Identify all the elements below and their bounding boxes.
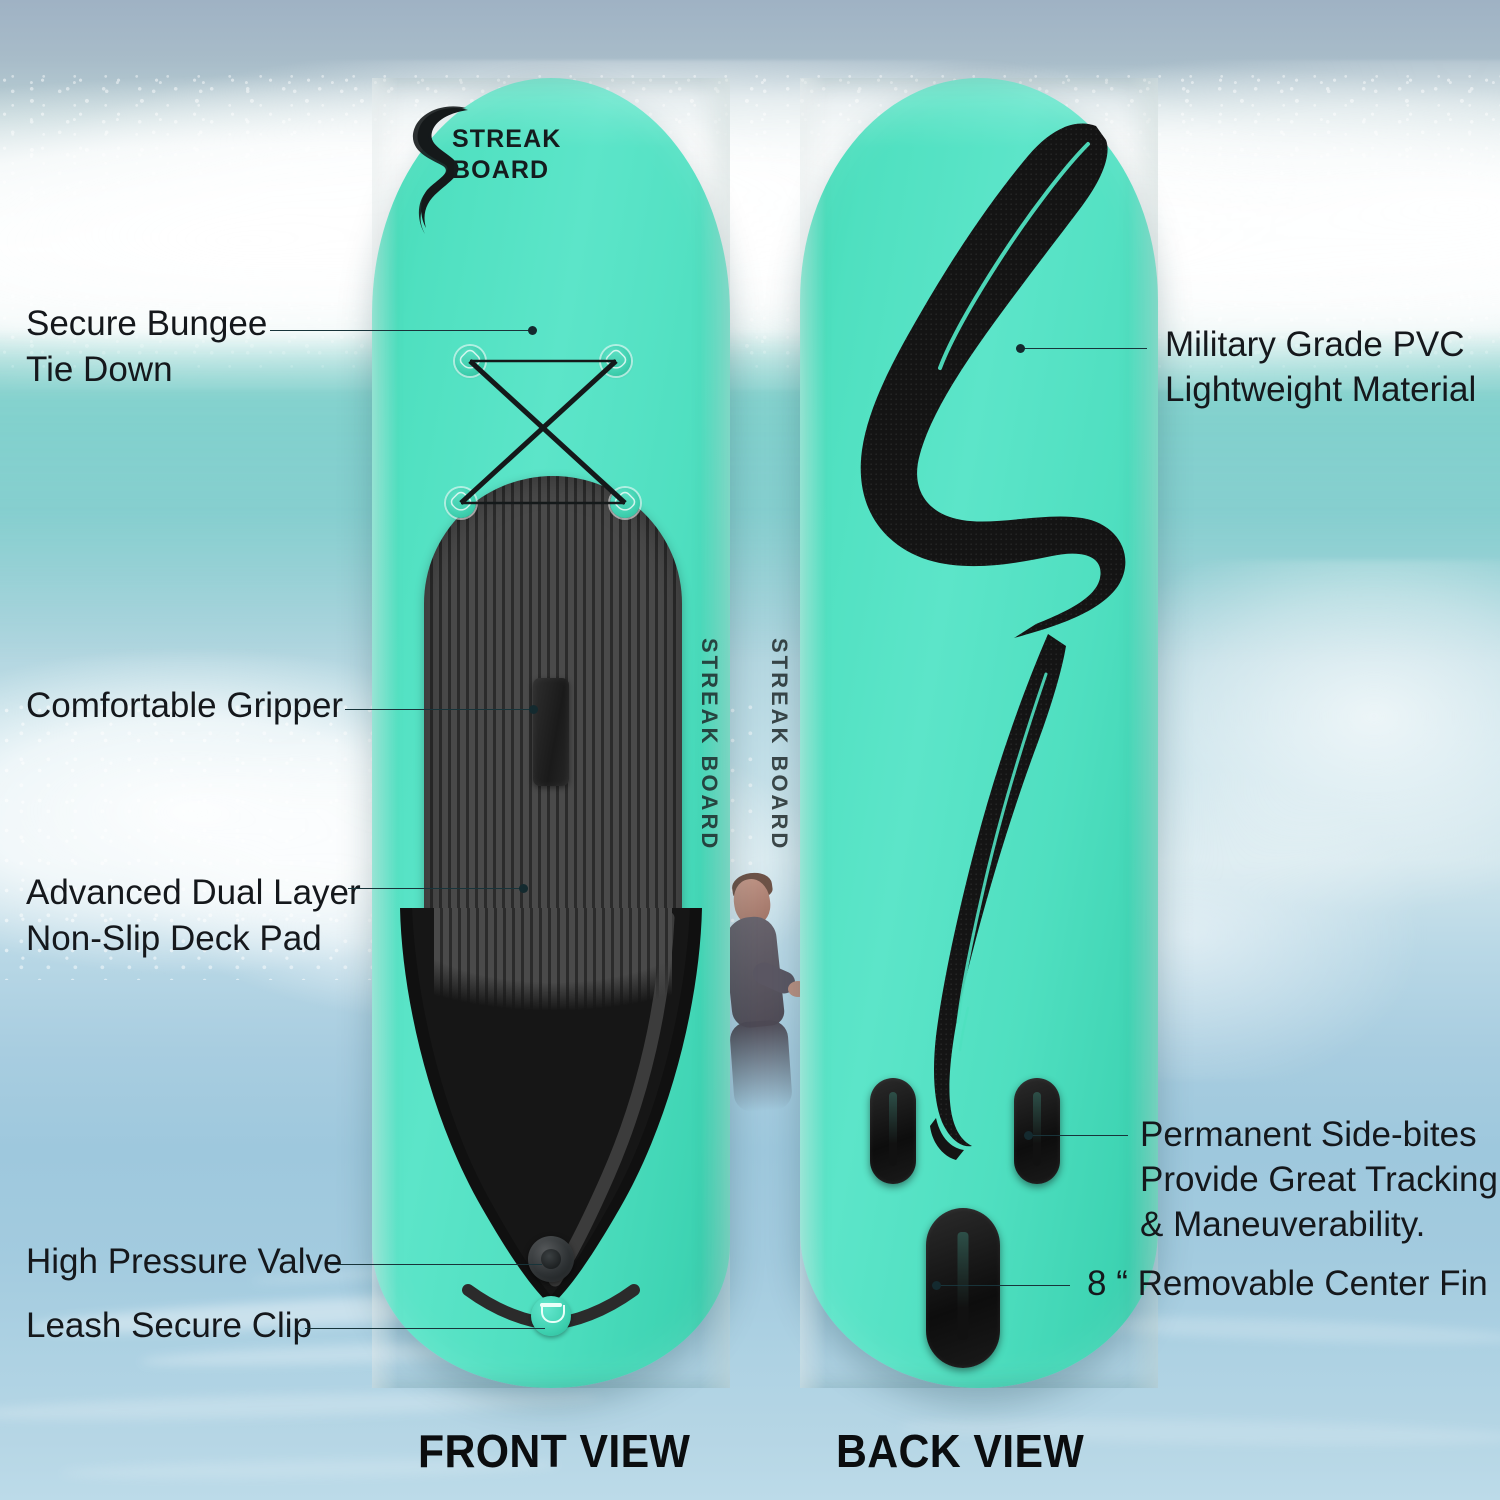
brand-line-1: STREAK bbox=[452, 125, 562, 153]
callout-label-deckpad-line1: Advanced Dual Layer bbox=[26, 873, 361, 912]
callout-label-bungee-line2: Tie Down bbox=[26, 350, 173, 389]
brand-logo-front: STREAK BOARD bbox=[396, 96, 586, 236]
leader-line-centerfin bbox=[938, 1285, 1070, 1286]
leader-line-bungee bbox=[270, 330, 533, 331]
callout-label-sidebite-line2: Provide Great Tracking bbox=[1140, 1160, 1498, 1199]
brand-name: STREAK BOARD bbox=[452, 124, 561, 186]
leader-line-leash bbox=[305, 1328, 545, 1329]
leader-line-valve bbox=[330, 1264, 542, 1265]
wave-foam-upper-spray bbox=[0, 70, 1500, 370]
side-bite-fin-right[interactable] bbox=[1014, 1078, 1060, 1184]
leader-dot-sidebite bbox=[1024, 1131, 1033, 1140]
leader-dot-gripper bbox=[529, 705, 538, 714]
leader-line-sidebite bbox=[1030, 1135, 1128, 1136]
leader-dot-bungee bbox=[528, 326, 537, 335]
caption-front-view: FRONT VIEW bbox=[418, 1425, 691, 1477]
callout-label-valve: High Pressure Valve bbox=[26, 1242, 343, 1281]
back-view-board: STREAK BOARD bbox=[767, 78, 1158, 1388]
leader-line-gripper bbox=[345, 709, 535, 710]
brand-line-2: BOARD bbox=[452, 156, 550, 184]
callout-label-deckpad-line2: Non-Slip Deck Pad bbox=[26, 919, 322, 958]
callout-label-gripper: Comfortable Gripper bbox=[26, 686, 344, 725]
leash-secure-clip[interactable] bbox=[531, 1296, 571, 1336]
callout-label-sidebite-line1: Permanent Side-bites bbox=[1140, 1115, 1477, 1154]
callout-label-pvc-line2: Lightweight Material bbox=[1165, 370, 1477, 409]
carry-handle-gripper bbox=[533, 678, 569, 786]
rail-brand-text-back: STREAK BOARD bbox=[767, 638, 792, 852]
callout-label-sidebite-line3: & Maneuverability. bbox=[1140, 1205, 1426, 1244]
callout-label-centerfin: 8 “ Removable Center Fin bbox=[1087, 1264, 1488, 1303]
streak-s-swoosh-icon bbox=[412, 106, 468, 234]
side-bite-fin-left[interactable] bbox=[870, 1078, 916, 1184]
callout-label-pvc-line1: Military Grade PVC bbox=[1165, 325, 1465, 364]
fin-slot bbox=[957, 1232, 969, 1340]
bungee-cord-lines bbox=[459, 359, 627, 505]
caption-back-view: BACK VIEW bbox=[836, 1425, 1085, 1477]
leader-dot-centerfin bbox=[932, 1281, 941, 1290]
surfer-legs bbox=[728, 1019, 794, 1113]
high-pressure-valve[interactable] bbox=[528, 1236, 574, 1282]
callout-label-bungee-line1: Secure Bungee bbox=[26, 304, 268, 343]
leader-line-pvc bbox=[1022, 348, 1147, 349]
callout-label-leash: Leash Secure Clip bbox=[26, 1306, 312, 1345]
fin-slot bbox=[1033, 1092, 1041, 1166]
deck-pad-tail-grooves bbox=[434, 908, 672, 1028]
rail-brand-text-front: STREAK BOARD bbox=[697, 638, 722, 852]
leader-line-deckpad bbox=[348, 888, 525, 889]
leader-dot-pvc bbox=[1016, 344, 1025, 353]
fin-slot bbox=[889, 1092, 897, 1166]
front-view-board: STREAK BOARD STREAK BOARD bbox=[372, 78, 730, 1388]
streak-s-brush-logo bbox=[860, 123, 1126, 1160]
leader-dot-deckpad bbox=[519, 884, 528, 893]
bungee-tie-down bbox=[372, 78, 730, 1388]
